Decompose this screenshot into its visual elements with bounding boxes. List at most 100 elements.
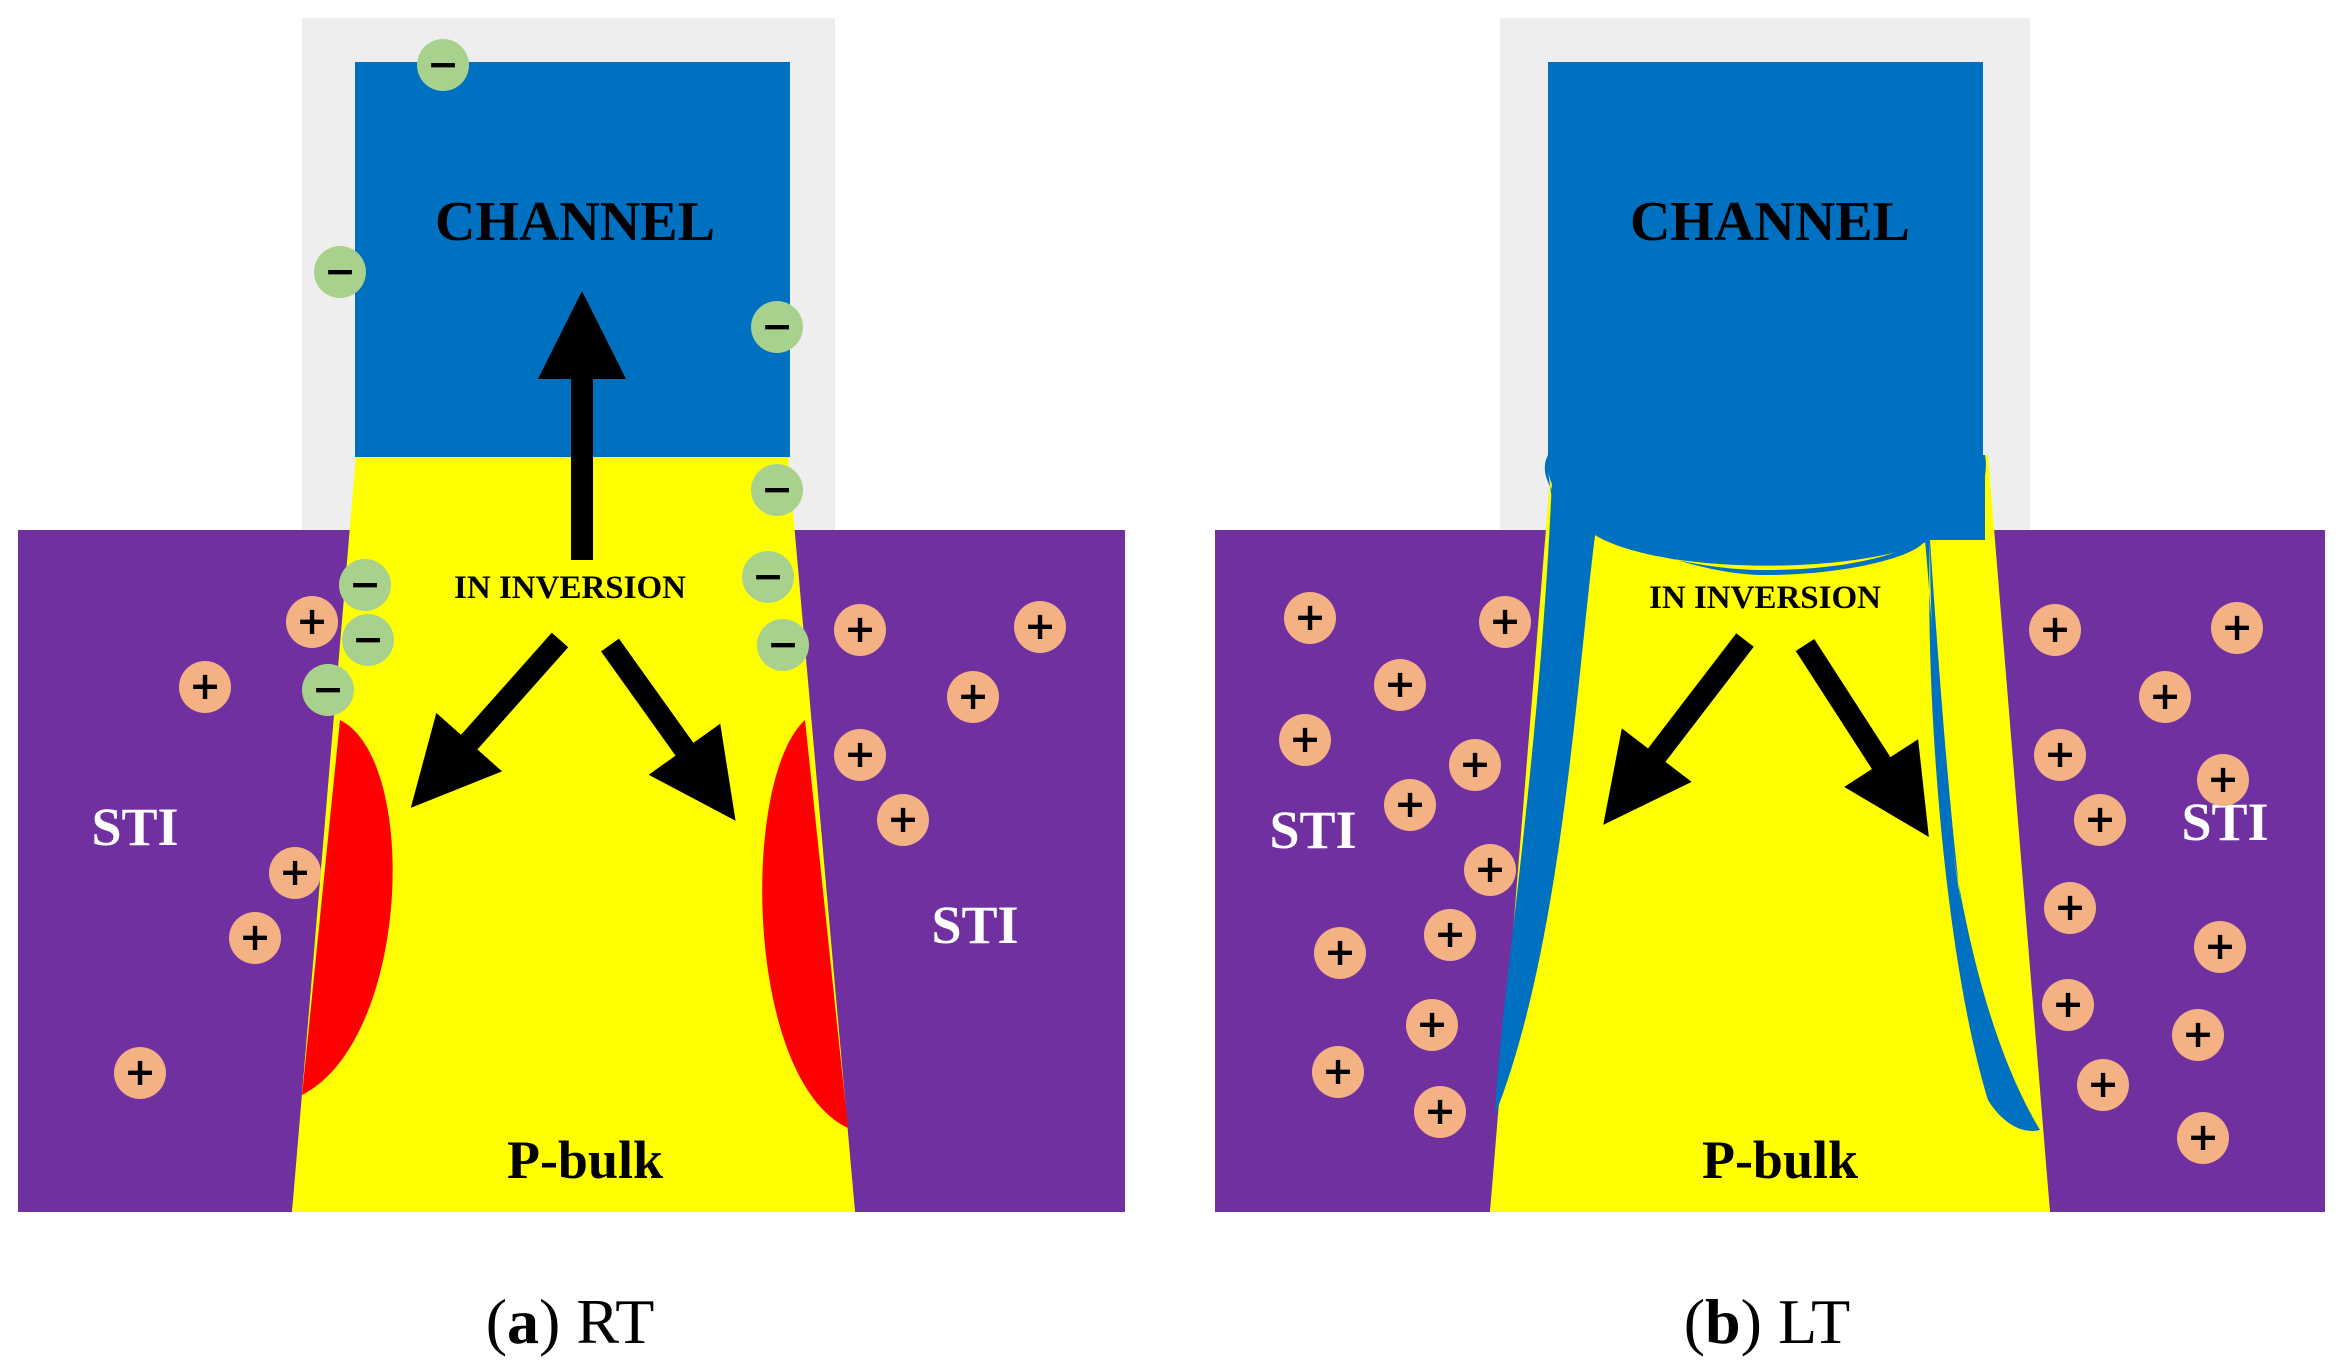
panel-a: CHANNEL IN INVERSION P-bulk STI STI −−−−…	[18, 18, 1125, 1212]
sti-left-region	[18, 530, 360, 1212]
svg-text:+: +	[2039, 607, 2071, 651]
arrow-down-left	[410, 632, 569, 808]
hole-marker: +	[1449, 739, 1501, 791]
svg-text:+: +	[279, 850, 311, 894]
svg-text:−: −	[324, 249, 356, 293]
electron-marker: −	[757, 619, 809, 671]
svg-text:+: +	[2084, 797, 2116, 841]
svg-text:+: +	[1322, 1049, 1354, 1093]
svg-text:+: +	[1459, 742, 1491, 786]
hole-charges: ++++++++++	[114, 596, 1066, 1099]
svg-text:+: +	[2052, 982, 2084, 1026]
electron-marker: −	[342, 614, 394, 666]
channel-label: CHANNEL	[1630, 191, 1910, 253]
hole-marker: +	[2211, 602, 2263, 654]
svg-text:−: −	[761, 467, 793, 511]
hole-marker: +	[2044, 882, 2096, 934]
hole-marker: +	[2077, 1059, 2129, 1111]
hole-marker: +	[2029, 604, 2081, 656]
hole-marker: +	[1384, 779, 1436, 831]
svg-text:+: +	[2207, 757, 2239, 801]
hole-marker: +	[2177, 1112, 2229, 1164]
hole-marker: +	[286, 596, 338, 648]
p-bulk-region	[1490, 455, 2050, 1212]
hole-marker: +	[2139, 671, 2191, 723]
hole-marker: +	[269, 847, 321, 899]
svg-text:+: +	[1394, 782, 1426, 826]
inversion-label: IN INVERSION	[454, 570, 686, 606]
electron-charges: −−−−−−−−−	[302, 39, 809, 716]
arrow-down-left	[1603, 633, 1754, 825]
caption-a-letter: a	[507, 1286, 539, 1357]
sti-left-label: STI	[91, 797, 178, 857]
svg-text:−: −	[349, 562, 381, 606]
hole-marker: +	[114, 1047, 166, 1099]
hole-marker: +	[1406, 999, 1458, 1051]
hole-marker: +	[1284, 592, 1336, 644]
hole-marker: +	[1279, 714, 1331, 766]
hole-marker: +	[1479, 596, 1531, 648]
caption-b: (b) LT	[1684, 1286, 1851, 1357]
hole-marker: +	[1424, 909, 1476, 961]
svg-text:+: +	[1024, 604, 1056, 648]
svg-text:+: +	[1294, 595, 1326, 639]
hole-marker: +	[1414, 1086, 1466, 1138]
svg-text:+: +	[1434, 912, 1466, 956]
sti-right-region	[1985, 530, 2325, 1212]
hole-marker: +	[2074, 794, 2126, 846]
electron-marker: −	[314, 246, 366, 298]
arrow-down-right	[1795, 639, 1929, 837]
svg-text:+: +	[1324, 930, 1356, 974]
svg-text:+: +	[2087, 1062, 2119, 1106]
hole-charges: ++++++++++++++++++++++++	[1279, 592, 2263, 1164]
caption-a: (a) RT	[486, 1286, 655, 1357]
svg-text:+: +	[844, 732, 876, 776]
caption-b-letter: b	[1705, 1286, 1741, 1357]
svg-text:+: +	[844, 607, 876, 651]
hole-marker: +	[2042, 979, 2094, 1031]
panel-b: CHANNEL IN INVERSION P-bulk STI STI ++++…	[1215, 18, 2325, 1212]
hole-marker: +	[834, 604, 886, 656]
hole-marker: +	[1014, 601, 1066, 653]
caption-a-suffix: RT	[576, 1286, 654, 1357]
hole-marker: +	[2197, 754, 2249, 806]
svg-text:+: +	[1424, 1089, 1456, 1133]
hole-marker: +	[947, 671, 999, 723]
hole-marker: +	[1464, 844, 1516, 896]
hole-marker: +	[1314, 927, 1366, 979]
electron-marker: −	[751, 464, 803, 516]
svg-text:+: +	[189, 664, 221, 708]
sti-left-region	[1215, 530, 1555, 1212]
channel-inversion-spread	[1495, 455, 2040, 1131]
hole-marker: +	[229, 912, 281, 964]
svg-text:+: +	[1489, 599, 1521, 643]
electron-marker: −	[742, 551, 794, 603]
svg-text:−: −	[312, 667, 344, 711]
hole-marker: +	[2034, 729, 2086, 781]
sti-left-label: STI	[1269, 800, 1356, 860]
svg-text:+: +	[2204, 924, 2236, 968]
svg-text:+: +	[887, 797, 919, 841]
bulk-label: P-bulk	[1702, 1130, 1858, 1190]
bulk-label: P-bulk	[507, 1130, 663, 1190]
svg-text:+: +	[2187, 1115, 2219, 1159]
svg-text:+: +	[124, 1050, 156, 1094]
channel-dome	[1547, 455, 1986, 566]
svg-text:−: −	[767, 622, 799, 666]
svg-text:+: +	[296, 599, 328, 643]
hole-marker: +	[1374, 659, 1426, 711]
svg-text:−: −	[752, 554, 784, 598]
svg-text:+: +	[1474, 847, 1506, 891]
p-bulk-region	[292, 455, 855, 1212]
electron-marker: −	[302, 664, 354, 716]
channel-label: CHANNEL	[435, 191, 715, 253]
arrow-down-right	[601, 638, 736, 821]
hole-marker: +	[2194, 921, 2246, 973]
svg-text:+: +	[2149, 674, 2181, 718]
depletion-right	[762, 720, 848, 1128]
caption-b-suffix: LT	[1778, 1286, 1850, 1357]
electron-marker: −	[339, 559, 391, 611]
svg-text:−: −	[761, 304, 793, 348]
sti-right-region	[790, 530, 1125, 1212]
